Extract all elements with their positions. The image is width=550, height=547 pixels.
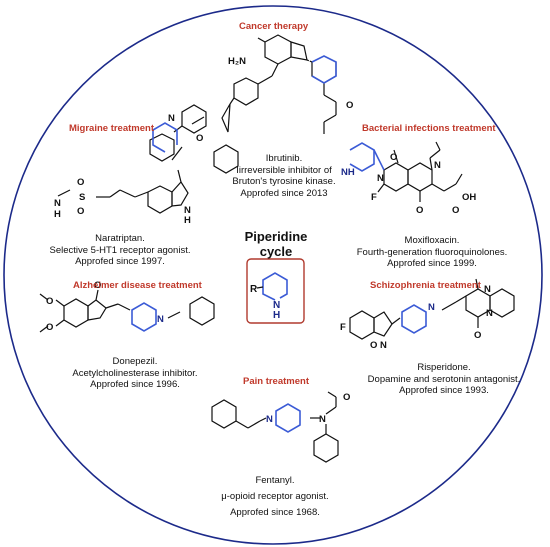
caption-line: Selective 5-HT1 receptor agonist.	[49, 244, 191, 256]
heading-bacterial-infections: Bacterial infections treatment	[362, 123, 496, 134]
risperidone-piperidine	[401, 304, 427, 334]
moxifloxacin-nh: NH	[341, 167, 355, 178]
moxifloxacin-oh: OH	[462, 192, 476, 203]
caption-line: Approfed since 1993.	[399, 385, 489, 396]
caption-line: Acetylcholinesterase inhibitor.	[72, 367, 198, 379]
caption-line: μ-opioid receptor agonist.	[221, 491, 329, 502]
fentanyl-o: O	[343, 392, 350, 403]
center-title: Piperidine cycle	[232, 229, 320, 259]
caption-ibrutinib: Ibrutinib. Iirreversible inhibitor of Br…	[216, 153, 352, 199]
heading-alzheimer-treatment: Alzheimer disease treatment	[73, 280, 202, 291]
ibrutinib-o-ring: O	[196, 133, 203, 144]
moxifloxacin-structure	[377, 141, 463, 202]
moxifloxacin-n-ring: N	[434, 160, 441, 171]
naratriptan-piperidine	[152, 122, 178, 153]
naratriptan-s: S	[79, 192, 85, 203]
r-bond	[256, 286, 264, 289]
risperidone-o-keto: O	[474, 330, 481, 341]
caption-line: Ibrutinib.	[265, 153, 303, 164]
caption-risperidone: Risperidone. Dopamine and serotonin anta…	[356, 362, 532, 397]
piperidine-r: R	[250, 284, 258, 295]
donepezil-o2: O	[46, 322, 53, 333]
ibrutinib-nh2: H₂N	[228, 56, 246, 67]
moxifloxacin-piperidine	[349, 142, 385, 172]
risperidone-n1: N	[484, 284, 491, 295]
caption-line: Approfed since 1999.	[387, 258, 477, 269]
moxifloxacin-o-keto: O	[416, 205, 423, 216]
fentanyl-piperidine	[275, 403, 301, 433]
outer-circle	[3, 5, 543, 545]
naratriptan-n-pip: N	[168, 113, 175, 124]
naratriptan-n-indole: N	[184, 205, 191, 216]
risperidone-n: N	[428, 302, 435, 313]
naratriptan-nh: N	[54, 198, 61, 209]
caption-line: Donepezil.	[112, 356, 158, 367]
caption-line: Moxifloxacin.	[404, 235, 460, 246]
center-title-line2: cycle	[259, 244, 293, 259]
caption-line: Fourth-generation fluoroquinolones.	[356, 246, 508, 258]
center-title-line1: Piperidine	[244, 229, 308, 244]
donepezil-n: N	[157, 314, 164, 325]
caption-line: Approfed since 1997.	[75, 256, 165, 267]
naratriptan-structure	[57, 146, 189, 214]
heading-pain-treatment: Pain treatment	[243, 376, 309, 387]
piperidine-n: N	[273, 300, 280, 311]
naratriptan-h: H	[54, 209, 61, 220]
caption-line: Fentanyl.	[255, 475, 295, 486]
heading-migraine-treatment: Migraine treatment	[69, 123, 154, 134]
caption-naratriptan: Naratriptan. Selective 5-HT1 receptor ag…	[40, 233, 200, 268]
naratriptan-o2: O	[77, 206, 84, 217]
piperidine-h: H	[273, 310, 280, 321]
risperidone-o-iso: O	[370, 340, 377, 351]
fentanyl-n1: N	[266, 414, 273, 425]
caption-line: Approfed since 1996.	[90, 379, 180, 390]
piperidine-ring	[262, 272, 288, 301]
piperidine-box	[246, 258, 305, 324]
heading-schizophrenia-treatment: Schizophrenia treatment	[370, 280, 481, 291]
risperidone-f: F	[340, 322, 346, 333]
fentanyl-structure	[211, 391, 339, 463]
donepezil-o1: O	[46, 296, 53, 307]
caption-line: Bruton's tyrosine kinase.	[232, 176, 336, 187]
moxifloxacin-o-acid: O	[452, 205, 459, 216]
caption-line: Iirreversible inhibitor of	[236, 164, 332, 176]
risperidone-structure	[349, 278, 515, 340]
naratriptan-h-indole: H	[184, 215, 191, 226]
moxifloxacin-f: F	[371, 192, 377, 203]
caption-line: Dopamine and serotonin antagonist.	[367, 373, 521, 385]
heading-cancer-therapy: Cancer therapy	[239, 21, 309, 32]
moxifloxacin-n: N	[377, 173, 384, 184]
caption-line: Approfed since 2013	[240, 187, 328, 199]
fentanyl-n2: N	[319, 414, 326, 425]
caption-fentanyl: Fentanyl. μ-opioid receptor agonist. App…	[210, 473, 340, 521]
caption-line: Approfed since 1968.	[230, 507, 320, 518]
donepezil-piperidine	[131, 302, 157, 332]
caption-donepezil: Donepezil. Acetylcholinesterase inhibito…	[60, 356, 210, 391]
caption-line: Risperidone.	[417, 362, 471, 373]
risperidone-n-iso: N	[380, 340, 387, 351]
donepezil-o-keto: O	[94, 280, 101, 291]
risperidone-n2: N	[486, 308, 493, 319]
naratriptan-o1: O	[77, 177, 84, 188]
moxifloxacin-o-me: O	[390, 152, 397, 163]
ibrutinib-piperidine	[311, 55, 337, 84]
caption-line: Naratriptan.	[95, 233, 145, 244]
caption-moxifloxacin: Moxifloxacin. Fourth-generation fluoroqu…	[346, 235, 518, 270]
donepezil-structure	[39, 289, 215, 333]
ibrutinib-o-amide: O	[346, 100, 353, 111]
